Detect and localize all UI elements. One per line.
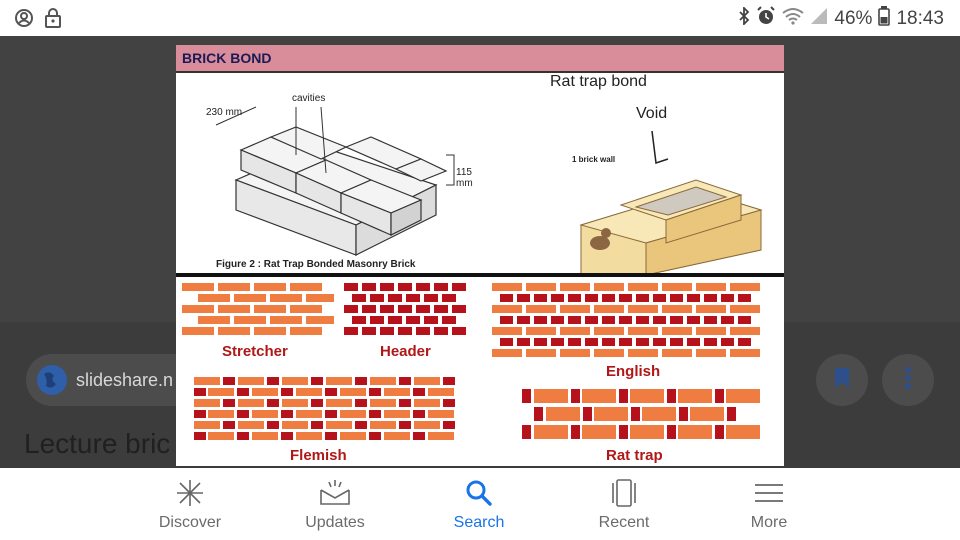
stretcher-bond-pattern — [182, 283, 334, 335]
nav-search-label: Search — [453, 514, 505, 531]
flemish-bond-pattern — [194, 377, 455, 440]
dimension-width-label: 230 mm — [206, 107, 243, 118]
nav-recent[interactable]: Recent — [564, 468, 684, 540]
rat-trap-isometric-drawing — [215, 106, 455, 256]
status-bar: 46% 18:43 — [0, 0, 960, 36]
nav-more[interactable]: More — [709, 468, 829, 540]
nav-discover-label: Discover — [158, 514, 222, 531]
wifi-icon — [782, 7, 805, 31]
background-page-title: Lecture bric — [24, 428, 171, 459]
rat-trap-3d-illustration — [579, 130, 763, 275]
slide-title: BRICK BOND — [182, 50, 272, 66]
nav-updates-label: Updates — [305, 514, 365, 531]
more-options-button[interactable] — [882, 354, 934, 406]
battery-icon — [878, 6, 891, 32]
nav-discover[interactable]: Discover — [130, 468, 250, 540]
alarm-icon — [756, 6, 776, 32]
english-label: English — [606, 363, 661, 380]
rat-trap-bond-pattern — [522, 389, 760, 439]
clock-time: 18:43 — [896, 8, 944, 29]
void-label: Void — [636, 105, 668, 122]
bluetooth-icon — [738, 5, 750, 31]
account-circle-icon — [14, 8, 34, 33]
figure-caption: Figure 2 : Rat Trap Bonded Masonry Brick — [216, 259, 416, 270]
recent-cards-icon — [612, 479, 636, 507]
menu-icon — [755, 484, 783, 502]
dimension-height-unit: mm — [456, 178, 473, 189]
lock-icon — [44, 8, 62, 33]
nav-search[interactable]: Search — [419, 468, 539, 540]
source-chip-label: slideshare.n — [76, 369, 174, 390]
image-viewer[interactable]: BRICK BOND 230 mm cavities 115 mm Figure… — [176, 45, 784, 466]
flemish-label: Flemish — [290, 447, 347, 464]
nav-recent-label: Recent — [598, 514, 650, 531]
header-label: Header — [380, 343, 431, 360]
signal-icon — [810, 7, 828, 31]
slide-title-bar: BRICK BOND — [176, 45, 784, 73]
updates-tray-icon — [320, 480, 350, 505]
battery-percent: 46% — [834, 8, 873, 29]
rat-trap-bond-title: Rat trap bond — [550, 73, 647, 90]
dimension-height-value: 115 — [456, 167, 472, 178]
section-divider — [176, 273, 784, 277]
english-bond-pattern — [492, 283, 760, 357]
vertical-dots-icon — [904, 366, 912, 395]
header-bond-pattern — [344, 283, 466, 335]
cavities-label: cavities — [292, 93, 326, 104]
stretcher-label: Stretcher — [222, 343, 288, 360]
search-icon — [466, 480, 492, 506]
brick-wall-label: 1 brick wall — [572, 155, 616, 164]
sparkle-icon — [177, 480, 203, 506]
rat-trap-label: Rat trap — [606, 447, 663, 464]
brick-bond-patterns — [182, 283, 760, 440]
nav-more-label: More — [750, 514, 788, 531]
nav-updates[interactable]: Updates — [275, 468, 395, 540]
bookmark-button[interactable] — [816, 354, 868, 406]
globe-icon — [36, 364, 68, 396]
bookmark-icon — [833, 367, 851, 394]
bottom-navigation: Discover Updates Search Recent More — [0, 468, 960, 540]
